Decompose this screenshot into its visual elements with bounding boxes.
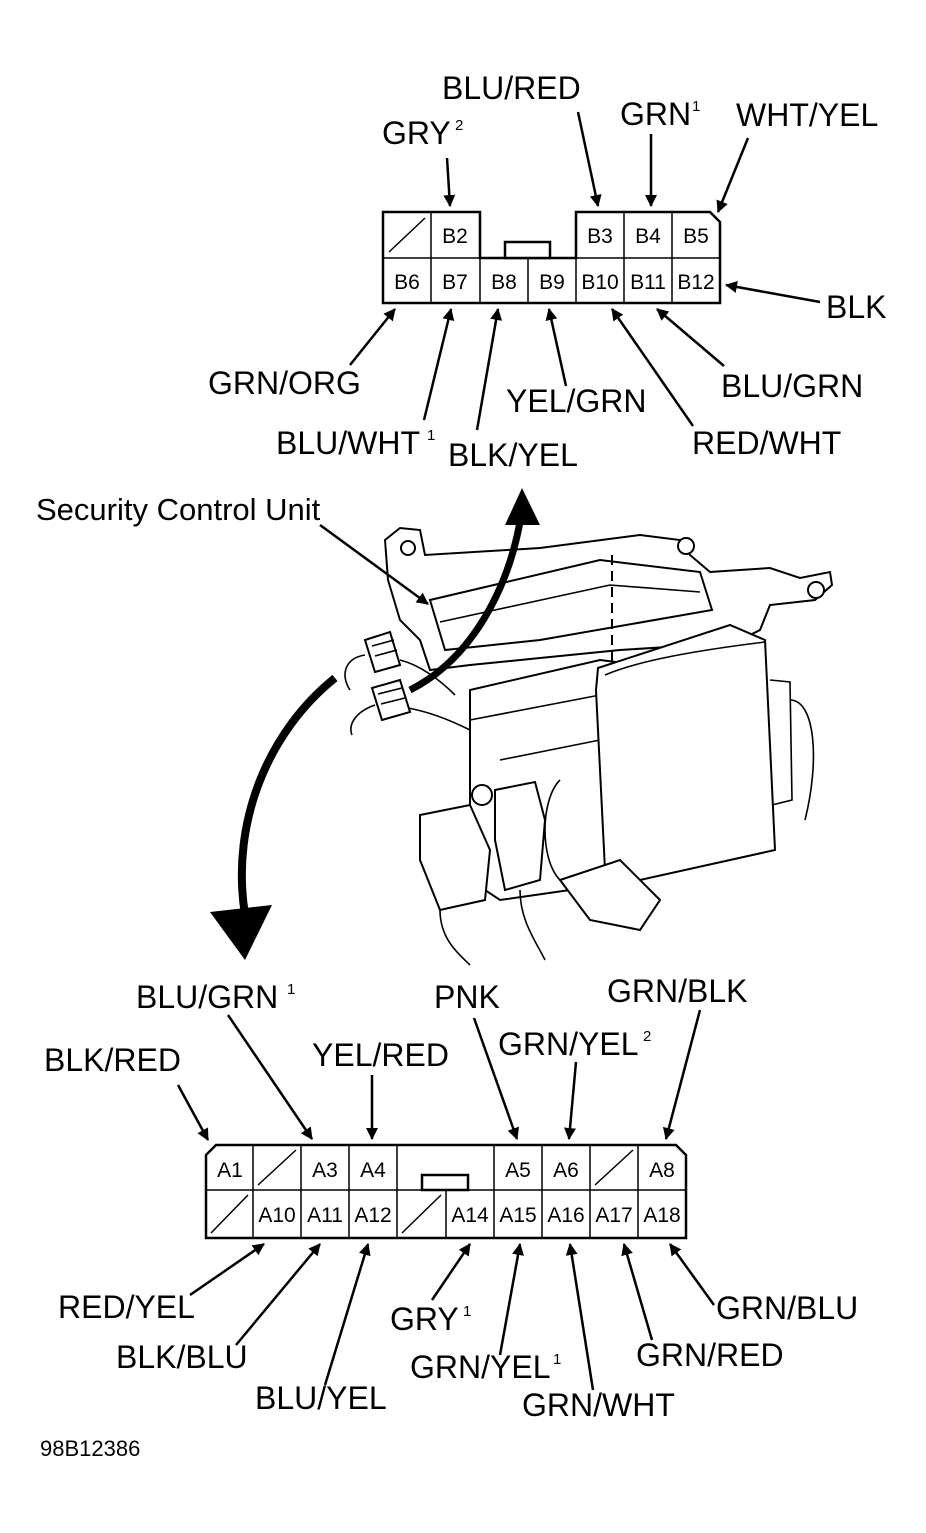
superscript: 1 (427, 427, 435, 444)
superscript: 2 (455, 117, 463, 134)
wire-label-blu-grn: BLU/GRN (721, 368, 863, 404)
pin-label: A5 (505, 1159, 531, 1182)
wire-label-blk: BLK (826, 289, 886, 325)
superscript: 2 (643, 1028, 651, 1045)
wire-label-pnk: PNK (434, 979, 500, 1015)
pin-label: A11 (307, 1204, 343, 1227)
wire-label-yel-grn: YEL/GRN (506, 383, 646, 419)
wire-label-blu-wht: BLU/WHT (276, 425, 420, 461)
wire-label-gry: GRY (382, 115, 451, 151)
connector-b-wire-labels: GRY 2 BLU/RED GRN 1 WHT/YEL BLK GRN/ORG … (208, 70, 886, 473)
wire-label-blk-red: BLK/RED (44, 1042, 181, 1078)
pin-label: B6 (394, 271, 420, 294)
pin-label: A14 (451, 1204, 489, 1227)
pin-label: B4 (635, 225, 661, 248)
connector-a: A1 A3 A4 A5 A6 A8 A10 A11 A12 A14 A15 A1… (204, 1143, 688, 1240)
connector-b: B2 B3 B4 B5 B6 B7 B8 B9 B10 B11 B12 (381, 210, 722, 305)
wire-label-gry: GRY (390, 1301, 459, 1337)
wire-label-grn-wht: GRN/WHT (522, 1387, 675, 1423)
connector-b-latch (503, 240, 552, 260)
wire-label-grn: GRN (620, 96, 691, 132)
superscript: 1 (463, 1303, 471, 1320)
wire-label-wht-yel: WHT/YEL (736, 97, 878, 133)
pin-label: B8 (491, 271, 517, 294)
pin-label: A1 (217, 1159, 243, 1182)
superscript: 1 (287, 981, 295, 998)
connector-a-latch (420, 1173, 470, 1192)
pin-label: A15 (499, 1204, 536, 1227)
wire-label-blu-red: BLU/RED (442, 70, 581, 106)
wire-label-blk-blu: BLK/BLU (116, 1339, 248, 1375)
pin-label: B10 (581, 271, 618, 294)
wire-label-yel-red: YEL/RED (312, 1037, 449, 1073)
pin-label: B11 (630, 271, 666, 294)
wire-label-blu-yel: BLU/YEL (255, 1380, 387, 1416)
pin-label: B9 (539, 271, 565, 294)
wire-label-grn-yel: GRN/YEL (410, 1349, 550, 1385)
wire-label-red-wht: RED/WHT (692, 425, 841, 461)
empty-cavity-mark (388, 217, 426, 253)
pin-label: A4 (360, 1159, 386, 1182)
pin-label: A6 (553, 1159, 579, 1182)
pin-label: B3 (587, 225, 613, 248)
figure-id: 98B12386 (40, 1436, 140, 1461)
superscript: 1 (692, 98, 700, 115)
pin-label: A3 (312, 1159, 338, 1182)
security-control-unit-illustration (210, 488, 834, 966)
connector-a-wire-labels: BLK/RED BLU/GRN 1 YEL/RED PNK GRN/YEL 2 … (44, 973, 858, 1423)
superscript: 1 (553, 1351, 561, 1368)
wire-label-grn-red: GRN/RED (636, 1337, 784, 1373)
pin-label: A18 (643, 1204, 680, 1227)
wire-label-red-yel: RED/YEL (58, 1289, 195, 1325)
connector-a-leaders (176, 1009, 716, 1391)
connector-b-plug (363, 630, 402, 674)
wire-label-blk-yel: BLK/YEL (448, 437, 578, 473)
pin-label: A16 (547, 1204, 584, 1227)
pin-label: B12 (677, 271, 714, 294)
wire-label-grn-blu: GRN/BLU (716, 1290, 858, 1326)
connector-a-plug (370, 678, 412, 722)
wire-label-grn-blk: GRN/BLK (607, 973, 747, 1009)
unit-caption: Security Control Unit (36, 492, 321, 527)
wire-label-grn-org: GRN/ORG (208, 365, 361, 401)
pin-label: A8 (649, 1159, 675, 1182)
empty-cavity-mark (594, 1149, 634, 1186)
pin-label: B7 (442, 271, 468, 294)
wire-label-blu-grn: BLU/GRN (136, 979, 278, 1015)
pin-label: B2 (442, 225, 468, 248)
pin-label: A17 (595, 1204, 632, 1227)
wire-label-grn-yel: GRN/YEL (498, 1026, 638, 1062)
pin-label: B5 (683, 225, 709, 248)
pin-label: A12 (354, 1204, 391, 1227)
connector-b-leaders (349, 111, 821, 431)
empty-cavity-mark (401, 1194, 442, 1234)
empty-cavity-mark (210, 1194, 249, 1234)
empty-cavity-mark (257, 1149, 297, 1186)
pin-label: A10 (258, 1204, 295, 1227)
